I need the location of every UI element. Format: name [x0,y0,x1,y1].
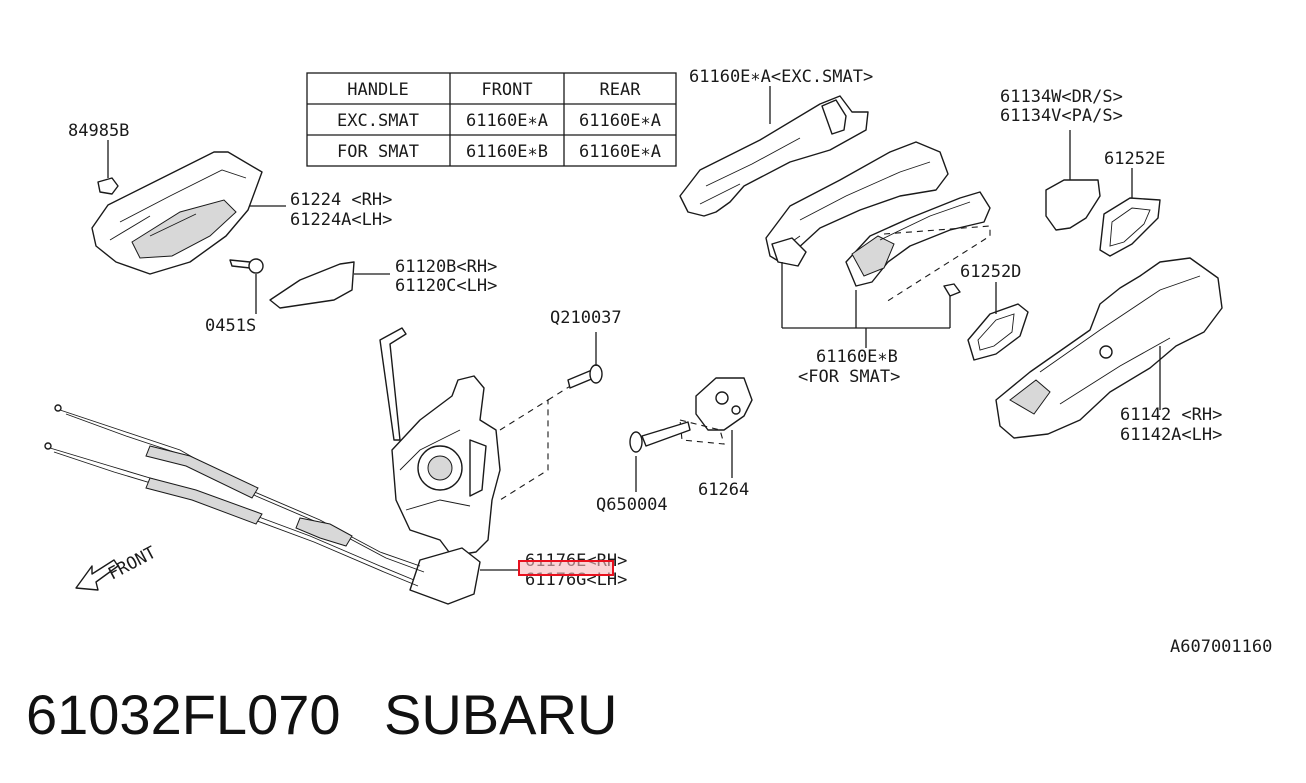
label-61252d: 61252D [960,262,1021,282]
handle-bracket-part [995,257,1223,439]
cylinder-cap-part [1045,179,1101,231]
label-61142-rh: 61142 <RH> [1120,405,1222,425]
label-0451s: 0451S [205,316,256,336]
outer-handle-exc-smat [679,95,869,217]
garnish-part [269,261,355,309]
door-striker-part [695,377,753,431]
label-61134v: 61134V<PA/S> [1000,106,1123,126]
label-for-smat: <FOR SMAT> [798,367,900,387]
front-label: FRONT [105,543,160,585]
gasket-e-part [1099,197,1161,257]
table-cell: 61160E∗B [466,142,548,162]
table-header-rear: REAR [600,80,642,100]
label-q650004: Q650004 [596,495,668,515]
table-header-front: FRONT [481,80,532,100]
table-cell: 61160E∗A [579,111,661,131]
label-61252e: 61252E [1104,149,1165,169]
label-61142a-lh: 61142A<LH> [1120,425,1222,445]
front-arrow-icon [75,559,119,591]
label-61264: 61264 [698,480,749,500]
label-61120b-rh: 61120B<RH> [395,257,497,277]
label-61224a-lh: 61224A<LH> [290,210,392,230]
label-84985b: 84985B [68,121,129,141]
label-61134w: 61134W<DR/S> [1000,87,1123,107]
outer-handle-smat [845,191,991,297]
label-q210037: Q210037 [550,308,622,328]
label-61120c-lh: 61120C<LH> [395,276,497,296]
outer-handle-frame [765,141,949,267]
screw-q650004 [629,421,691,453]
table-cell: FOR SMAT [337,142,419,162]
table-cell: 61160E∗A [466,111,548,131]
screw-q210037 [567,364,603,389]
smat-leader-bracket [781,262,951,348]
handle-table: HANDLE FRONT REAR EXC.SMAT 61160E∗A 6116… [306,72,677,167]
table-header-handle: HANDLE [347,80,408,100]
table-cell: 61160E∗A [579,142,661,162]
door-latch-actuator [379,327,501,605]
label-61160eb: 61160E∗B [816,347,898,367]
label-61160ea: 61160E∗A<EXC.SMAT> [689,67,873,87]
label-61224-rh: 61224 <RH> [290,190,392,210]
inner-handle-part [91,151,264,275]
drawing-id: A607001160 [1170,637,1272,657]
brand-name: SUBARU [384,683,618,746]
door-cables [44,404,425,587]
gasket-d-part [967,303,1029,361]
table-cell: EXC.SMAT [337,111,419,131]
part-number: 61032FL070 [26,683,341,746]
highlight-box[interactable] [518,560,614,576]
